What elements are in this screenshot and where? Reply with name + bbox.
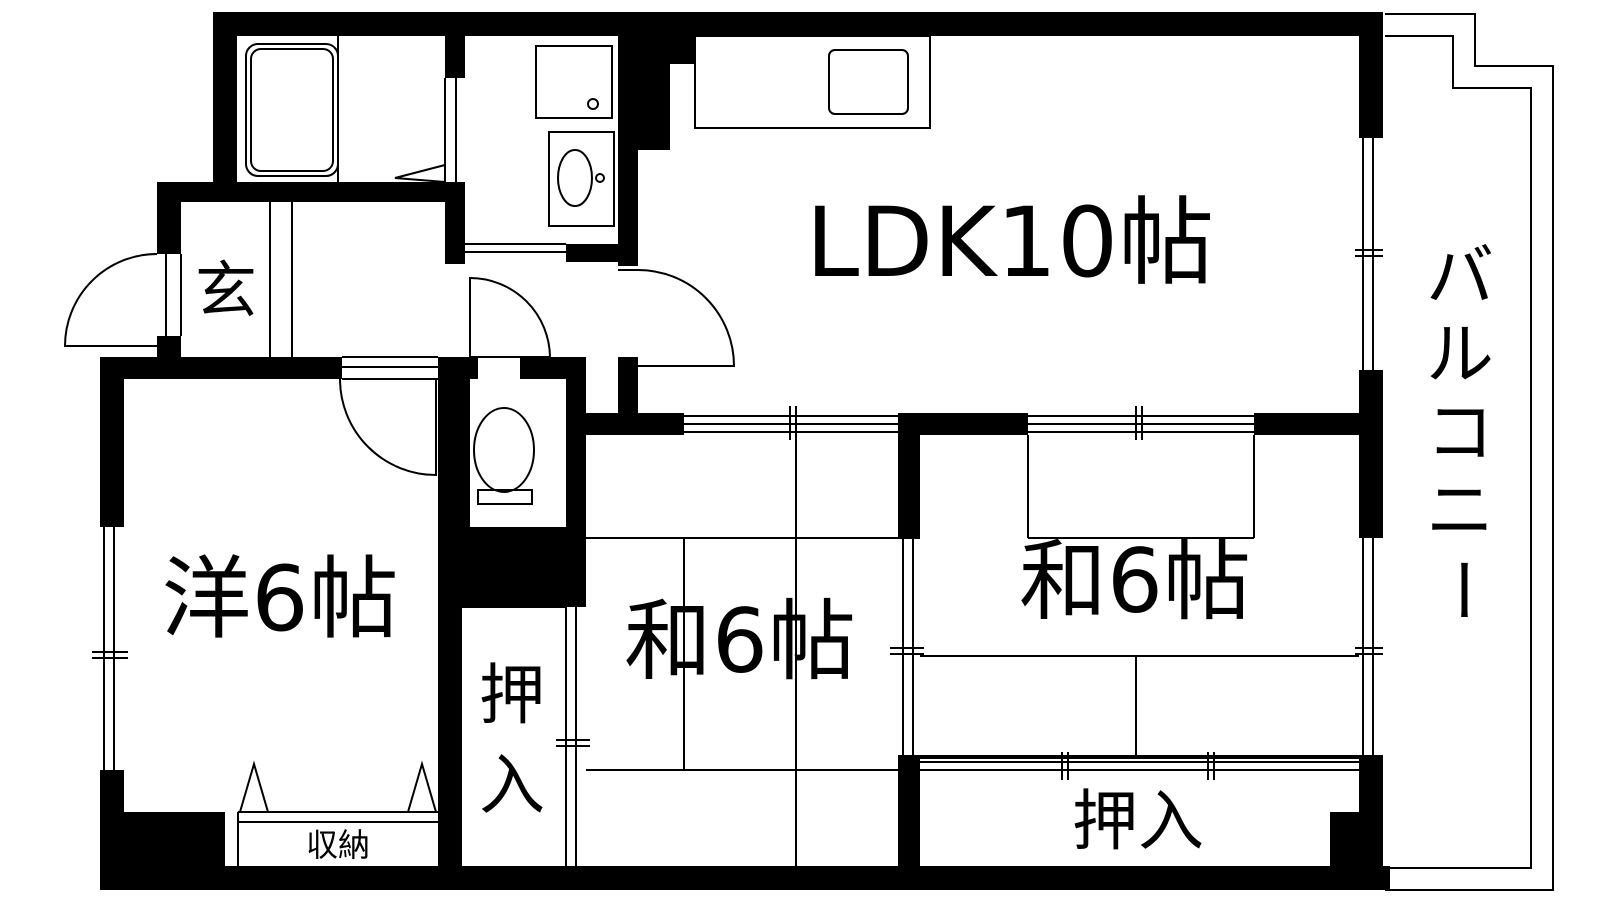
closet-vertical-label-top: 押 (479, 657, 545, 734)
japanese-right-label: 和6帖 (1019, 530, 1251, 633)
walls (100, 12, 1390, 890)
balcony-label-5: ー (1421, 556, 1500, 624)
storage-label: 収納 (306, 826, 370, 864)
closet-bottom-label: 押入 (1072, 783, 1204, 860)
closet-vertical-label-bottom: 入 (479, 747, 545, 824)
balcony-outline (1385, 13, 1554, 891)
balcony-label-2: ル (1426, 316, 1494, 395)
ldk-label: LDK10帖 (806, 187, 1215, 299)
japanese-center-label: 和6帖 (624, 590, 856, 693)
entrance-label: 玄 (195, 254, 257, 327)
balcony-label-4: ニ (1426, 472, 1494, 551)
balcony-label-3: コ (1426, 394, 1494, 473)
western-room-label: 洋6帖 (161, 547, 398, 652)
room-labels: LDK10帖 洋6帖 和6帖 和6帖 玄 押 入 押入 収納 バ ル コ ニ ー (161, 187, 1500, 864)
thin-lines (63, 35, 1383, 866)
balcony-label-1: バ (1426, 238, 1494, 317)
